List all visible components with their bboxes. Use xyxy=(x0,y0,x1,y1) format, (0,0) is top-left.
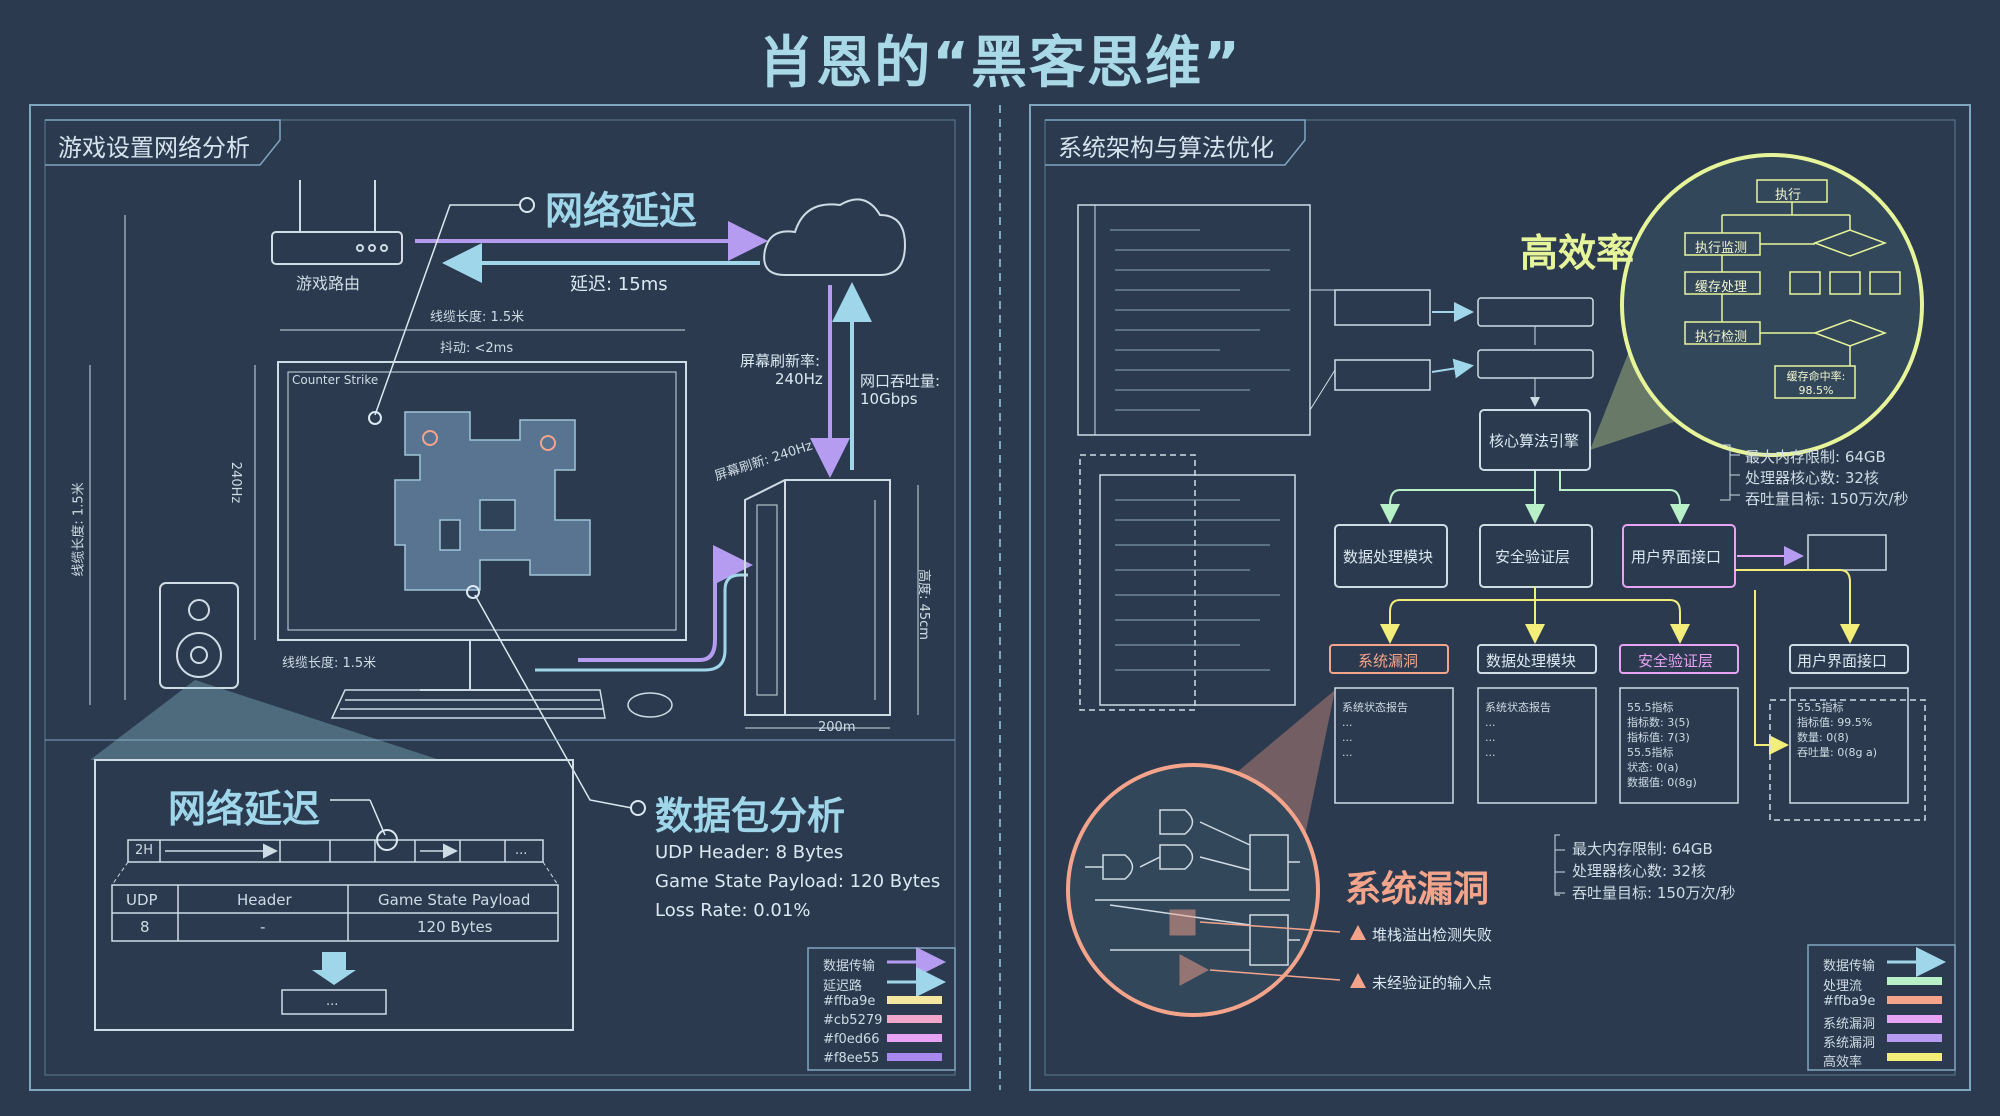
game-title: Counter Strike xyxy=(292,373,379,387)
left-legend-0: 数据传输 xyxy=(823,959,876,974)
left-legend-1: 延迟路 xyxy=(823,979,863,994)
flowchart-zoom xyxy=(1620,153,1924,457)
table-cell-udp: 8 xyxy=(140,918,150,936)
card-0: 系统状态报告......... xyxy=(1342,701,1408,759)
keyboard-icon xyxy=(330,689,606,719)
right-legend-0: 数据传输 xyxy=(1823,959,1876,974)
cloud-icon xyxy=(763,198,907,276)
page-title: 肖恩的“黑客思维” xyxy=(758,31,1242,96)
refresh-rate-label: 屏幕刷新率: xyxy=(740,352,821,370)
card-1: 系统状态报告......... xyxy=(1485,701,1551,759)
flow-step-2: 缓存处理 xyxy=(1695,280,1748,295)
stats-top-2: 吞吐量目标: 150万次/秒 xyxy=(1745,490,1909,508)
card-3: 55.5指标指标值: 99.5%数量: 0(8)吞吐量: 0(8g a) xyxy=(1797,701,1878,759)
cable-length-side: 线缆长度: 1.5米 xyxy=(71,482,87,577)
packet-line-2: Game State Payload: 120 Bytes xyxy=(655,871,941,892)
table-header-header: Header xyxy=(237,891,292,909)
packet-table xyxy=(111,884,559,942)
card-2: 55.5指标指标数: 3(5)指标值: 7(3)55.5指标状态: 0(a)数据… xyxy=(1627,701,1697,789)
packet-line-1: UDP Header: 8 Bytes xyxy=(655,842,844,863)
sub-module-1: 数据处理模块 xyxy=(1486,652,1577,670)
module-label-0: 数据处理模块 xyxy=(1343,548,1434,566)
right-legend-1: 处理流 xyxy=(1823,979,1863,994)
mouse-icon xyxy=(627,692,673,718)
tower-height: 高度: 45cm xyxy=(915,569,931,640)
stats-bottom-1: 处理器核心数: 32核 xyxy=(1572,862,1706,880)
refresh-rate-value: 240Hz xyxy=(775,370,823,388)
module-label-2: 用户界面接口 xyxy=(1631,548,1722,566)
stats-top-1: 处理器核心数: 32核 xyxy=(1745,469,1879,487)
cable-length-top: 线缆长度: 1.5米 xyxy=(430,310,525,325)
right-legend-5: 高效率 xyxy=(1823,1055,1863,1070)
left-legend-3: #cb5279 xyxy=(823,1013,883,1028)
sub-module-3: 用户界面接口 xyxy=(1797,652,1888,670)
bar-first-label: 2H xyxy=(135,843,154,858)
latency-title: 网络延迟 xyxy=(545,189,698,233)
warning-0: 堆栈溢出检测失败 xyxy=(1372,926,1493,944)
bandwidth-label: 网口吞吐量: xyxy=(860,372,941,390)
sub-module-2: 安全验证层 xyxy=(1638,652,1714,670)
result-box: ... xyxy=(326,994,339,1009)
cable-length-bottom: 线缆长度: 1.5米 xyxy=(282,656,377,671)
packet-title: 数据包分析 xyxy=(655,794,846,838)
module-data-processing xyxy=(1334,524,1448,588)
left-panel-label: 游戏设置网络分析 xyxy=(58,134,250,162)
warning-icons xyxy=(1350,925,1366,988)
flow-step-4: 缓存命中率: 98.5% xyxy=(1786,370,1846,397)
vulnerability-title: 系统漏洞 xyxy=(1345,869,1490,910)
table-cell-header: - xyxy=(260,918,266,936)
efficiency-title: 高效率 xyxy=(1520,231,1635,275)
left-legend-4: #f0ed66 xyxy=(823,1032,880,1047)
packet-bar xyxy=(127,839,544,863)
core-engine-label: 核心算法引擎 xyxy=(1489,432,1580,450)
right-legend-3: 系统漏洞 xyxy=(1823,1017,1876,1032)
code-windows xyxy=(1077,204,1311,711)
sub-module-0: 系统漏洞 xyxy=(1358,652,1419,670)
module-label-1: 安全验证层 xyxy=(1495,548,1571,566)
tower-width: 200m xyxy=(818,720,856,735)
jitter: 抖动: <2ms xyxy=(440,341,514,356)
left-legend-swatches xyxy=(887,947,946,1061)
table-header-udp: UDP xyxy=(126,891,158,909)
module-ui xyxy=(1622,524,1736,588)
latency-detail-box xyxy=(94,759,574,1031)
right-legend-swatches xyxy=(1887,947,1946,1061)
table-cell-payload: 120 Bytes xyxy=(417,918,493,936)
right-legend-4: 系统漏洞 xyxy=(1823,1036,1876,1051)
speaker-icon xyxy=(159,582,239,689)
table-header-payload: Game State Payload xyxy=(378,891,531,909)
stats-bottom-2: 吞吐量目标: 150万次/秒 xyxy=(1572,884,1736,902)
packet-line-3: Loss Rate: 0.01% xyxy=(655,900,811,921)
down-arrow-icon xyxy=(312,952,356,985)
right-panel-label: 系统架构与算法优化 xyxy=(1058,134,1274,162)
flow-step-1: 执行监测 xyxy=(1695,241,1748,256)
bar-last-label: ... xyxy=(515,843,528,858)
left-panel-border xyxy=(29,104,971,1091)
flow-step-3: 执行检测 xyxy=(1695,330,1748,345)
game-map xyxy=(394,411,591,591)
stats-bottom-0: 最大内存限制: 64GB xyxy=(1572,840,1713,858)
right-panel-border xyxy=(1029,104,1971,1091)
right-legend-2: #ffba9e xyxy=(1823,994,1876,1009)
flow-step-0: 执行 xyxy=(1775,188,1802,203)
stats-top-0: 最大内存限制: 64GB xyxy=(1745,448,1886,466)
detail-latency-title: 网络延迟 xyxy=(168,787,321,831)
bandwidth-value: 10Gbps xyxy=(860,390,918,408)
left-legend-2: #ffba9e xyxy=(823,994,876,1009)
router-icon xyxy=(271,180,403,265)
latency-value: 延迟: 15ms xyxy=(570,274,668,295)
warning-1: 未经验证的输入点 xyxy=(1372,974,1493,992)
left-legend-5: #f8ee55 xyxy=(823,1051,880,1066)
router-label: 游戏路由 xyxy=(296,274,361,293)
pc-tower-icon xyxy=(744,479,891,716)
monitor-height: 240Hz xyxy=(228,461,244,504)
vulnerability-zoom xyxy=(1066,763,1320,1017)
